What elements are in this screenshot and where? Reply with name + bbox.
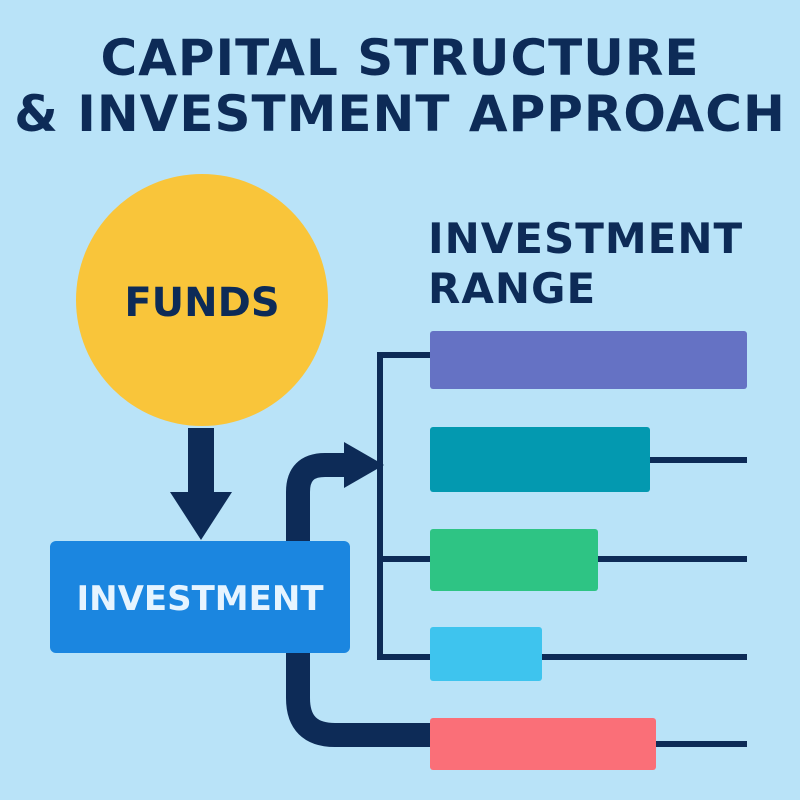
range-title-line-2: RANGE (428, 264, 597, 313)
bar-line-2 (650, 457, 747, 463)
down-arrow-icon (170, 428, 232, 540)
right-arrow-icon (344, 442, 384, 488)
bracket-tick-1 (377, 352, 431, 358)
range-bar-5 (430, 718, 656, 770)
bar-line-4 (542, 654, 747, 660)
range-bracket (377, 352, 383, 660)
funds-label: FUNDS (124, 280, 279, 326)
funds-node (76, 174, 328, 426)
bottom-connector (286, 653, 430, 747)
range-bar-3 (430, 529, 598, 591)
range-bar-4 (430, 627, 542, 681)
investment-node (50, 541, 350, 653)
upper-connector (286, 453, 348, 541)
page-title: CAPITAL STRUCTURE & INVESTMENT APPROACH (0, 30, 800, 142)
range-title: INVESTMENT RANGE (428, 214, 743, 314)
range-title-line-1: INVESTMENT (428, 214, 744, 263)
investment-label: INVESTMENT (76, 579, 324, 619)
bracket-tick-3 (380, 556, 430, 562)
bar-line-3 (598, 556, 747, 562)
bar-line-5 (656, 741, 747, 747)
range-bar-1 (430, 331, 747, 389)
title-line-2: & INVESTMENT APPROACH (14, 85, 786, 143)
bracket-tick-4 (380, 654, 430, 660)
range-bar-2 (430, 427, 650, 492)
title-line-1: CAPITAL STRUCTURE (100, 29, 700, 87)
